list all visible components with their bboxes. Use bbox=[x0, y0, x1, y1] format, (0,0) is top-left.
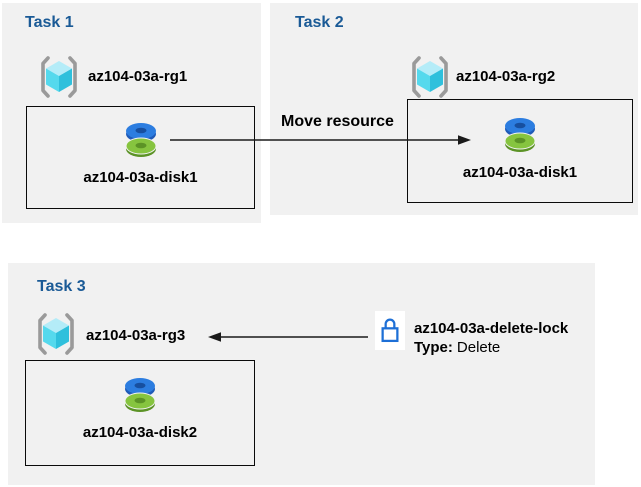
task1-panel: Task 1 az104-03a-rg1 bbox=[2, 3, 261, 223]
disk-icon bbox=[497, 115, 543, 158]
task1-heading: Task 1 bbox=[25, 14, 74, 31]
task1-disk-label: az104-03a-disk1 bbox=[83, 169, 198, 186]
resource-group-icon bbox=[32, 312, 80, 361]
lock-type-key: Type: bbox=[414, 339, 453, 356]
resource-group-icon bbox=[35, 55, 83, 104]
disk-icon bbox=[118, 120, 164, 163]
task1-resource-group-label: az104-03a-rg1 bbox=[88, 68, 188, 85]
lock-text-block: az104-03a-delete-lock Type:Delete bbox=[414, 311, 568, 357]
move-resource-label: Move resource bbox=[281, 113, 394, 130]
task2-panel: Task 2 az104-03a-rg2 bbox=[270, 3, 638, 215]
lock-arrow-icon bbox=[208, 332, 368, 342]
delete-lock-annotation: az104-03a-delete-lock Type:Delete bbox=[375, 311, 568, 357]
task2-resource-box: az104-03a-disk1 bbox=[407, 99, 633, 203]
task3-heading: Task 3 bbox=[37, 278, 86, 295]
lock-type-line: Type:Delete bbox=[414, 338, 568, 357]
task3-panel: Task 3 az104-03a-rg3 bbox=[8, 263, 595, 485]
disk-icon bbox=[117, 375, 163, 418]
task2-disk-label: az104-03a-disk1 bbox=[462, 164, 578, 181]
task3-disk-label: az104-03a-disk2 bbox=[82, 424, 198, 441]
lock-name-label: az104-03a-delete-lock bbox=[414, 320, 569, 337]
task3-resource-group-label: az104-03a-rg3 bbox=[86, 327, 186, 344]
task1-resource-box: az104-03a-disk1 bbox=[26, 106, 255, 209]
task2-resource-group-label: az104-03a-rg2 bbox=[456, 68, 556, 85]
task2-heading: Task 2 bbox=[295, 14, 344, 31]
move-resource-arrow-icon bbox=[170, 135, 471, 145]
lock-type-value: Delete bbox=[456, 339, 501, 356]
lock-icon bbox=[375, 311, 405, 350]
task3-resource-box: az104-03a-disk2 bbox=[25, 360, 255, 466]
resource-group-icon bbox=[406, 55, 454, 104]
